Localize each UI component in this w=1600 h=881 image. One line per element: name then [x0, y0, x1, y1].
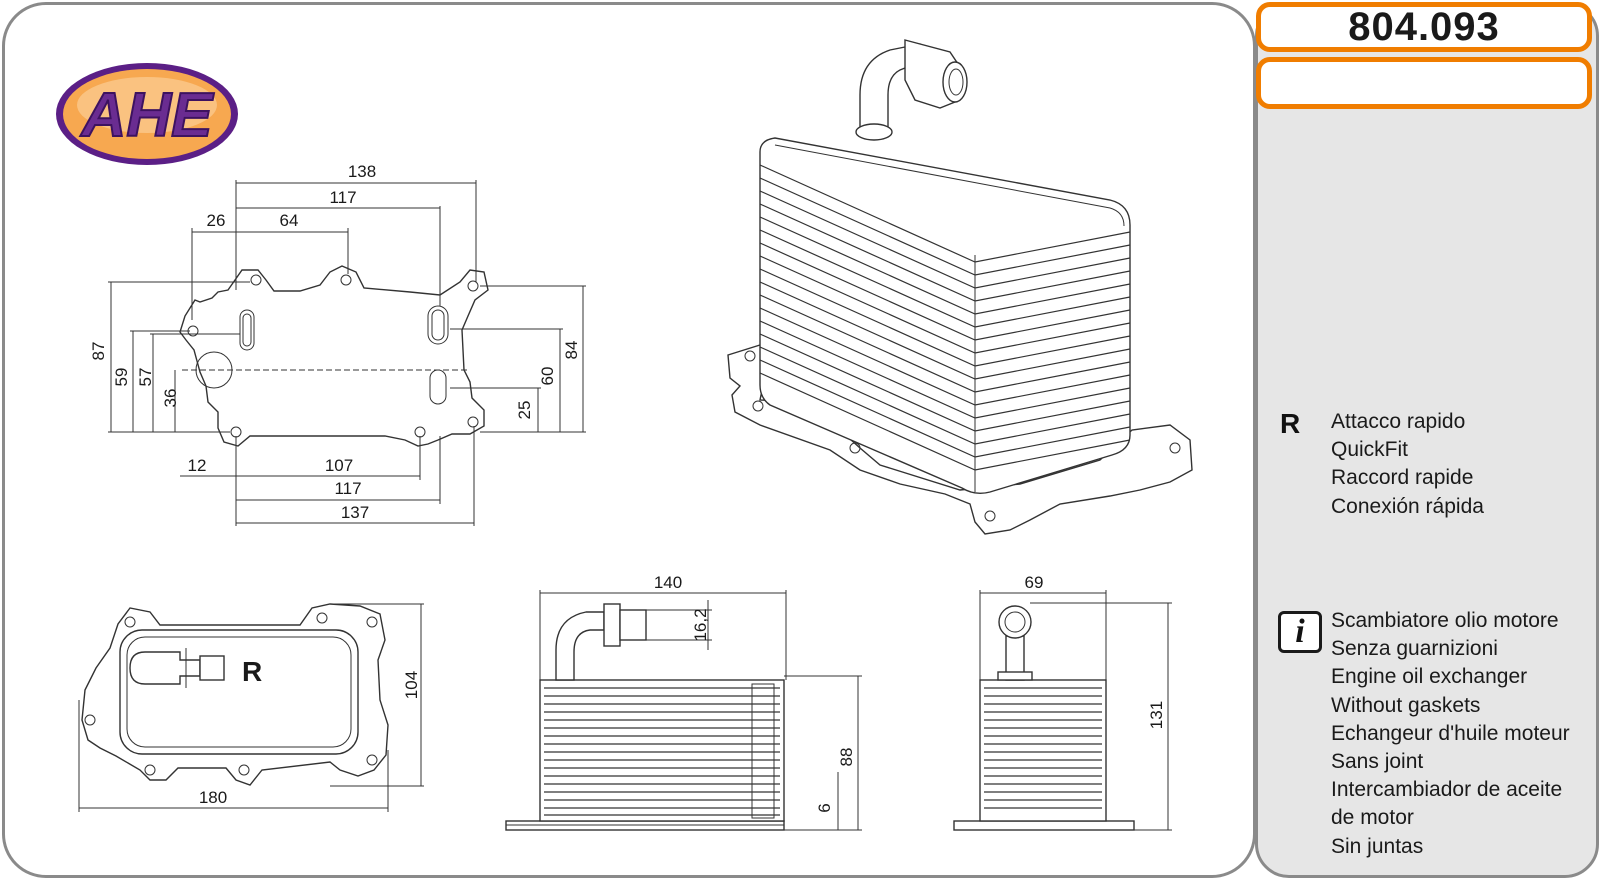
dim-180: 180: [199, 788, 227, 807]
quickfit-line-4: Conexión rápida: [1331, 494, 1484, 518]
dim-26: 26: [207, 211, 226, 230]
quickfit-legend: Attacco rapido QuickFit Raccord rapide C…: [1331, 408, 1484, 521]
dim-16-2: 16,2: [691, 608, 710, 641]
logo-text: AHE: [80, 81, 215, 150]
dim-87: 87: [89, 342, 108, 361]
description-line-4: Without gaskets: [1331, 693, 1481, 717]
description-line-2: Senza guarnizioni: [1331, 637, 1498, 661]
dim-64: 64: [280, 211, 299, 230]
side-view: 140 16,2 88 6: [505, 573, 862, 831]
dim-12: 12: [188, 456, 207, 475]
dim-131: 131: [1147, 701, 1166, 729]
dim-138: 138: [348, 162, 376, 181]
dim-88: 88: [837, 748, 856, 767]
quickfit-marker: R: [242, 656, 262, 687]
dim-25: 25: [515, 401, 534, 420]
ahe-logo: AHE: [56, 63, 238, 165]
dim-137: 137: [341, 503, 369, 522]
quickfit-symbol: R: [1280, 408, 1301, 439]
top-view-dimensions: 138 117 26 64 87 59 57 36 84 60 25: [89, 162, 586, 526]
description-line-3: Engine oil exchanger: [1331, 665, 1528, 689]
description-line-9: Sin juntas: [1331, 834, 1424, 858]
dim-140: 140: [654, 573, 682, 592]
description-line-5: Echangeur d'huile moteur: [1331, 721, 1570, 745]
top-view-flange: [179, 265, 489, 447]
description-line-1: Scambiatore olio motore: [1331, 609, 1559, 632]
description-line-7: Intercambiador de aceite: [1331, 778, 1563, 802]
end-view: 69 131: [953, 573, 1172, 831]
secondary-info-box: [1256, 57, 1592, 109]
dim-60: 60: [538, 367, 557, 386]
info-panel: [1255, 2, 1599, 878]
dim-59: 59: [112, 368, 131, 387]
dim-104: 104: [402, 671, 421, 699]
quickfit-line-2: QuickFit: [1331, 438, 1409, 462]
plan-view: R 104 180: [78, 603, 424, 812]
dim-84: 84: [562, 341, 581, 360]
description-line-6: Sans joint: [1331, 750, 1424, 774]
isometric-view: [727, 39, 1193, 535]
dim-117-top: 117: [329, 188, 356, 207]
dim-117-bottom: 117: [334, 479, 361, 498]
dim-36: 36: [161, 389, 180, 408]
part-number-box: 804.093: [1256, 2, 1592, 52]
dim-69: 69: [1025, 573, 1044, 592]
quickfit-line-1: Attacco rapido: [1331, 410, 1466, 433]
dim-6: 6: [815, 803, 834, 812]
dim-107: 107: [325, 456, 353, 475]
dim-57: 57: [136, 368, 155, 387]
info-icon: i: [1278, 611, 1322, 653]
description-legend: Scambiatore olio motore Senza guarnizion…: [1331, 607, 1570, 861]
part-number: 804.093: [1348, 4, 1500, 49]
description-line-8: de motor: [1331, 806, 1414, 830]
quickfit-line-3: Raccord rapide: [1331, 466, 1474, 490]
